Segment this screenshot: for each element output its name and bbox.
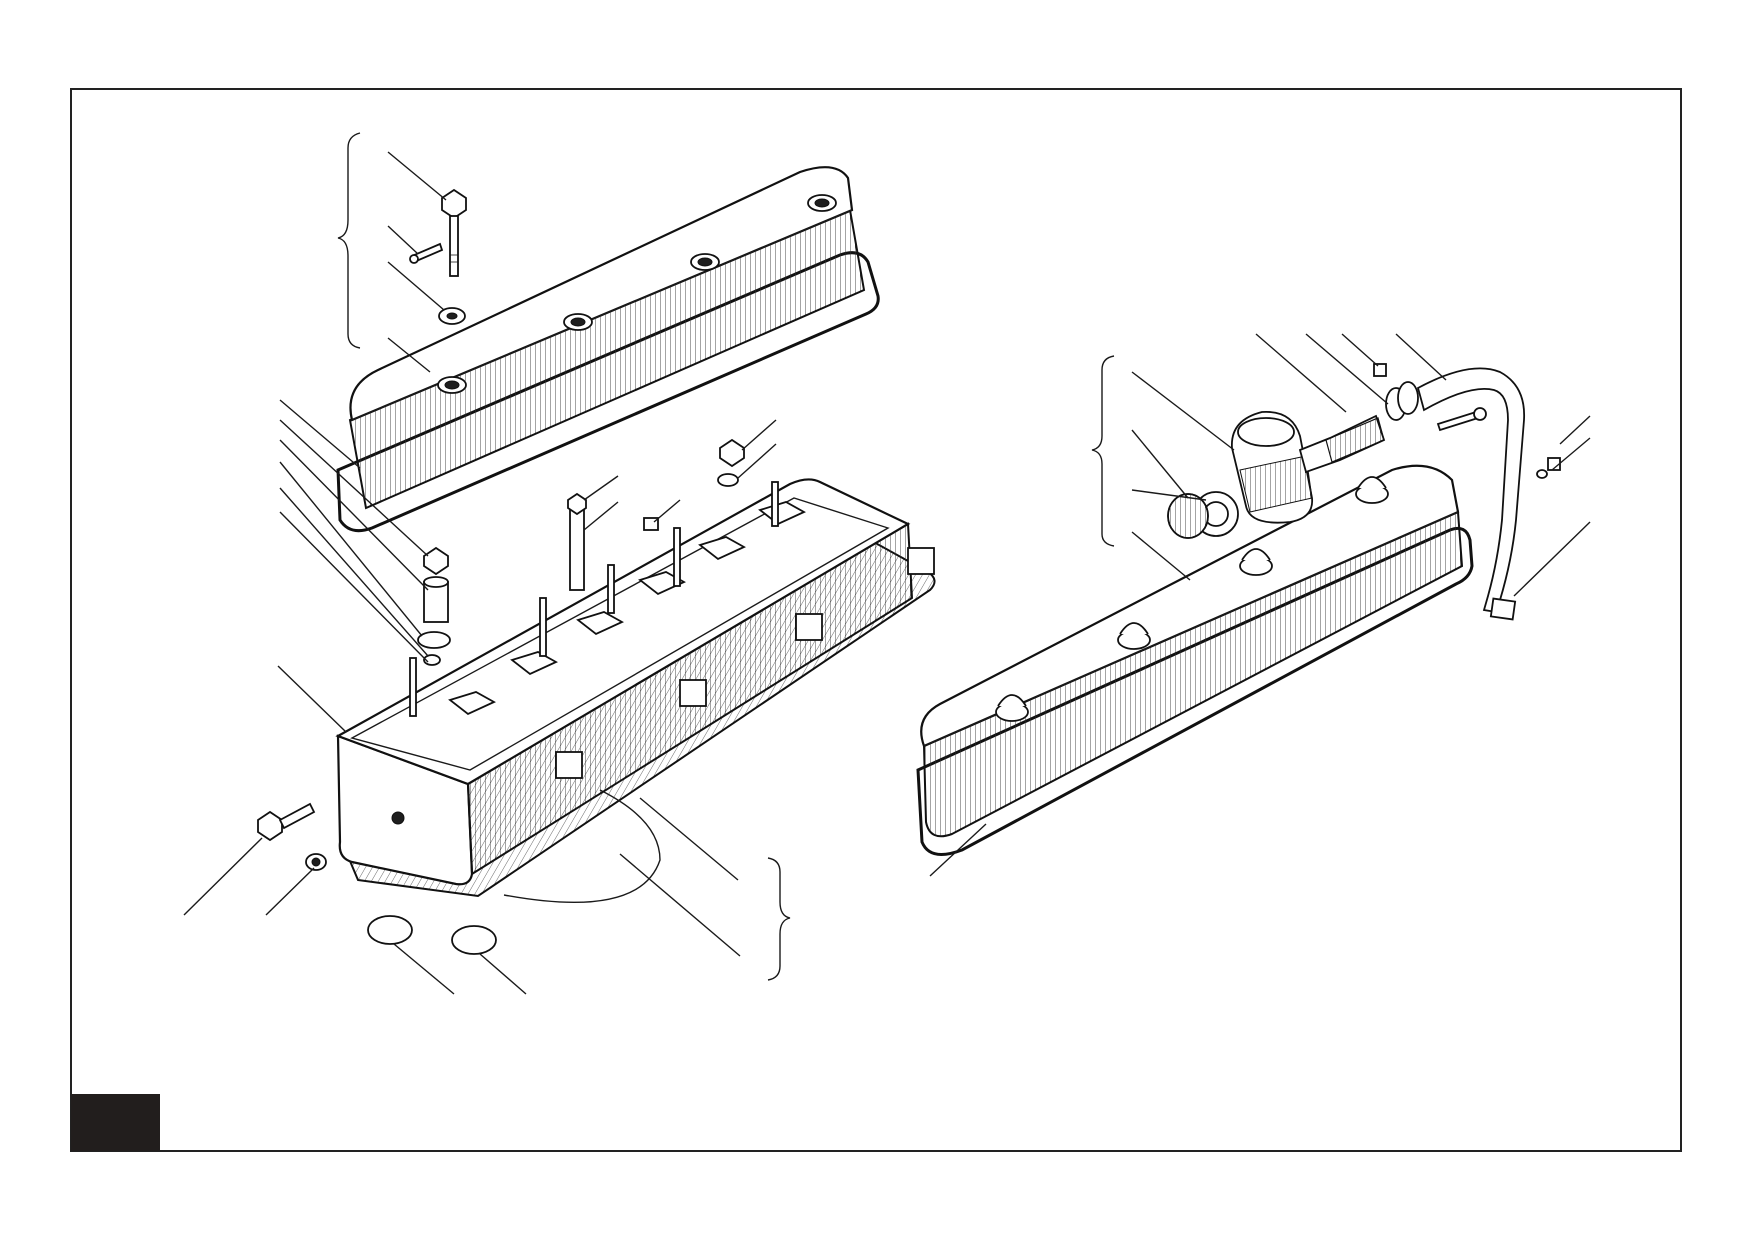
o-ring [417, 631, 451, 649]
head-studs [409, 481, 779, 717]
left-cover-fasteners [409, 188, 467, 325]
exhaust-ports [555, 547, 935, 779]
hex-nut-top [719, 438, 745, 468]
sleeve-nut [423, 546, 449, 576]
page-tab-block [71, 1094, 160, 1151]
seal-ring-1 [367, 915, 413, 945]
washer-top [717, 473, 739, 487]
left-small-parts [257, 438, 745, 955]
head-oil-hole [391, 811, 405, 825]
hose-clamp [1385, 381, 1419, 421]
cover-pin [409, 242, 444, 264]
breather-pipe [1416, 367, 1561, 621]
sleeve [423, 576, 449, 623]
cover-bolt [441, 188, 467, 277]
pipe-bolt [1436, 407, 1487, 432]
front-nut [305, 853, 327, 871]
stud-tube [567, 492, 587, 591]
oil-filler-assembly [1167, 363, 1419, 539]
group-braces [337, 132, 1115, 981]
right-valve-cover [916, 464, 1474, 856]
pipe-nut [1536, 457, 1561, 479]
cover-washer [438, 307, 466, 325]
filler-cap-knurled [1167, 493, 1209, 539]
breather-housing [1231, 411, 1313, 524]
left-cover-top [349, 166, 854, 422]
clamp-nut [1373, 363, 1387, 377]
page-frame [70, 88, 1682, 1152]
breather-hose [1298, 414, 1386, 474]
left-cover-bolt-holes [437, 194, 837, 394]
brace-bolt-group [337, 132, 361, 349]
pipe-bracket [1489, 597, 1517, 621]
small-washer [423, 654, 441, 666]
leader-lines [183, 151, 1591, 995]
brace-filler-group [1091, 355, 1115, 547]
front-bolt [257, 802, 316, 842]
brace-gasket-group [767, 857, 791, 981]
seal-ring-2 [451, 925, 497, 955]
left-cylinder-head [335, 478, 935, 886]
rocker-pads [448, 501, 806, 716]
right-cover-acorn-nuts [995, 476, 1389, 722]
left-valve-cover [336, 166, 880, 533]
